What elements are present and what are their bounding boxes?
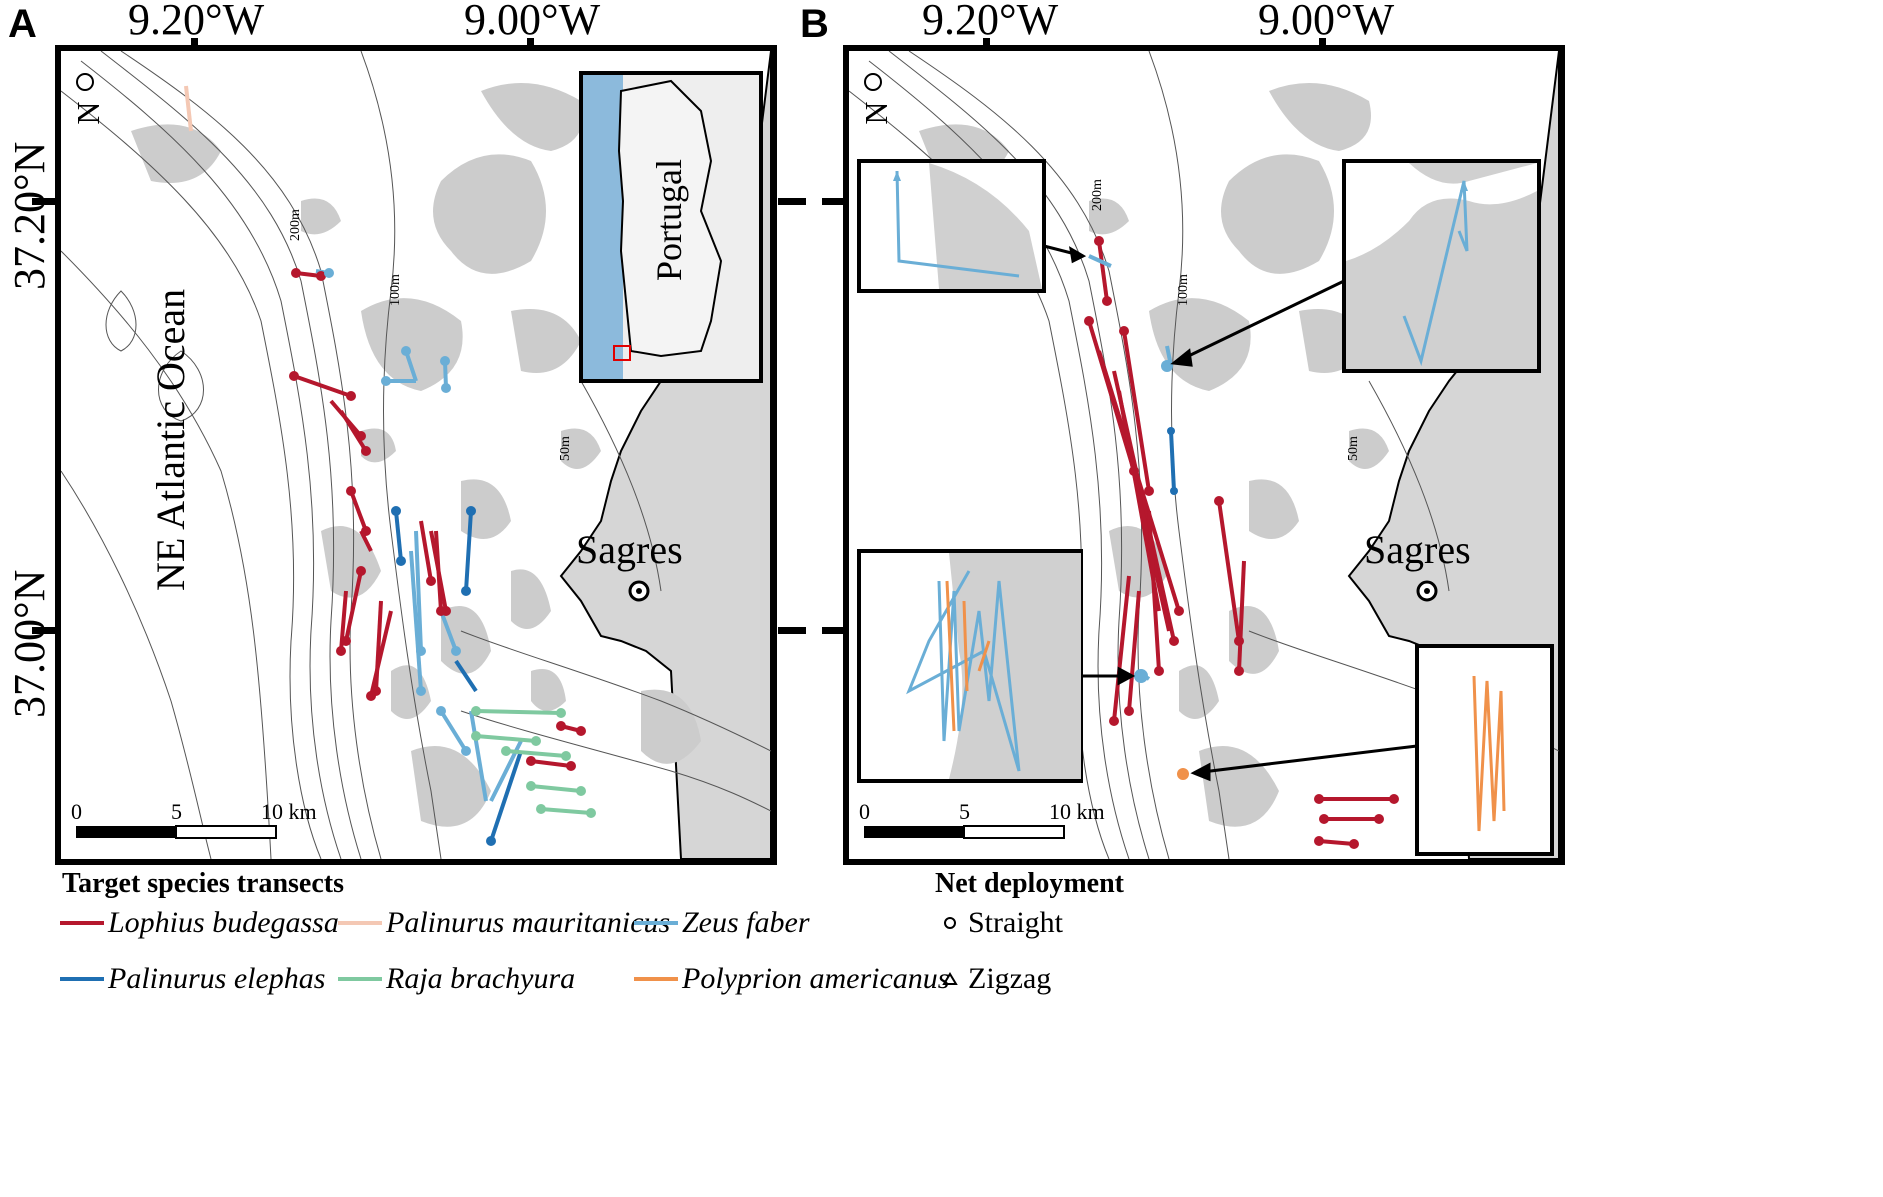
bathymetry-contours [61,51,771,859]
lat-tick [822,627,850,634]
inset-country-label: Portugal [649,159,689,281]
svg-text:10 km: 10 km [1049,799,1105,824]
lat-label-a-1: 37.20°N [5,141,54,290]
map-panel-a[interactable]: 200m 100m 50m NE Atlantic Ocean Sagres N [55,45,777,865]
panel-a-label: A [8,2,37,46]
lon-label-b-1: 9.20°W [922,0,1059,44]
legend-item-palinurus-elephas: Palinurus elephas [60,962,326,996]
depth-label: 50m [558,436,573,461]
legend-item-palinurus-mauritanicus: Palinurus mauritanicus [338,906,670,940]
lon-label-a-1: 9.20°W [128,0,265,44]
legend-swatch [338,921,382,925]
legend-item-raja: Raja brachyura [338,962,575,996]
legend-item-lophius: Lophius budegassa [60,906,339,940]
scale-bar-b: 0 5 10 km [859,799,1105,839]
north-arrow-icon [864,73,882,91]
lon-label-a-2: 9.00°W [464,0,601,44]
north-arrow-label: N [70,101,106,124]
reef-patches [919,83,1389,827]
depth-label: 100m [1176,274,1191,306]
transects-a [184,85,592,842]
lat-label-a-2: 37.00°N [5,569,54,718]
transect-endpoints-b [1084,236,1399,849]
depth-label: 100m [388,274,403,306]
legend-net-straight: Straight [942,906,1063,940]
zoom-arrows [1043,244,1418,782]
legend-item-polyprion: Polyprion americanus [634,962,949,996]
legend-species-title: Target species transects [62,868,345,899]
lat-tick [32,198,60,205]
circle-marker-icon [944,917,956,929]
ocean-label: NE Atlantic Ocean [148,289,193,591]
zoom-inset-3 [857,549,1083,783]
map-panel-b[interactable]: 200m 100m 50m Sagres N [843,45,1565,865]
map-b-canvas: 200m 100m 50m Sagres N [849,51,1559,859]
inset-locator-box [613,345,631,361]
legend-swatch [338,977,382,981]
lat-tick [778,198,806,205]
legend-net-zigzag: Zigzag [942,962,1051,996]
legend-swatch [634,921,678,925]
depth-label: 200m [288,209,303,241]
svg-text:0: 0 [859,799,870,824]
north-arrow-icon [76,73,94,91]
triangle-marker-icon [942,972,958,985]
legend-swatch [60,977,104,981]
north-arrow-label: N [858,101,894,124]
svg-text:10 km: 10 km [261,799,317,824]
town-label: Sagres [1364,527,1471,572]
legend-swatch [60,921,104,925]
town-label: Sagres [576,527,683,572]
svg-text:5: 5 [959,799,970,824]
transects-b [1087,240,1394,846]
legend-item-zeus: Zeus faber [634,906,810,940]
map-a-canvas: 200m 100m 50m NE Atlantic Ocean Sagres N [61,51,771,859]
lat-tick [822,198,850,205]
transect-endpoints-a [289,268,596,846]
depth-label: 50m [1346,436,1361,461]
svg-text:0: 0 [71,799,82,824]
zoom-inset-1 [857,159,1046,293]
legend-swatch [634,977,678,981]
scale-bar-a: 0 5 10 km [71,799,317,839]
lon-label-b-2: 9.00°W [1258,0,1395,44]
depth-label: 200m [1090,179,1105,211]
town-marker-dot [636,588,642,594]
legend-net-title: Net deployment [935,868,1124,899]
zoom-inset-4 [1415,644,1554,856]
svg-text:5: 5 [171,799,182,824]
lat-tick [32,627,60,634]
lat-tick [778,627,806,634]
zoom-inset-2 [1342,159,1541,373]
inset-map-portugal: Portugal [579,71,763,383]
panel-b-label: B [800,2,829,46]
